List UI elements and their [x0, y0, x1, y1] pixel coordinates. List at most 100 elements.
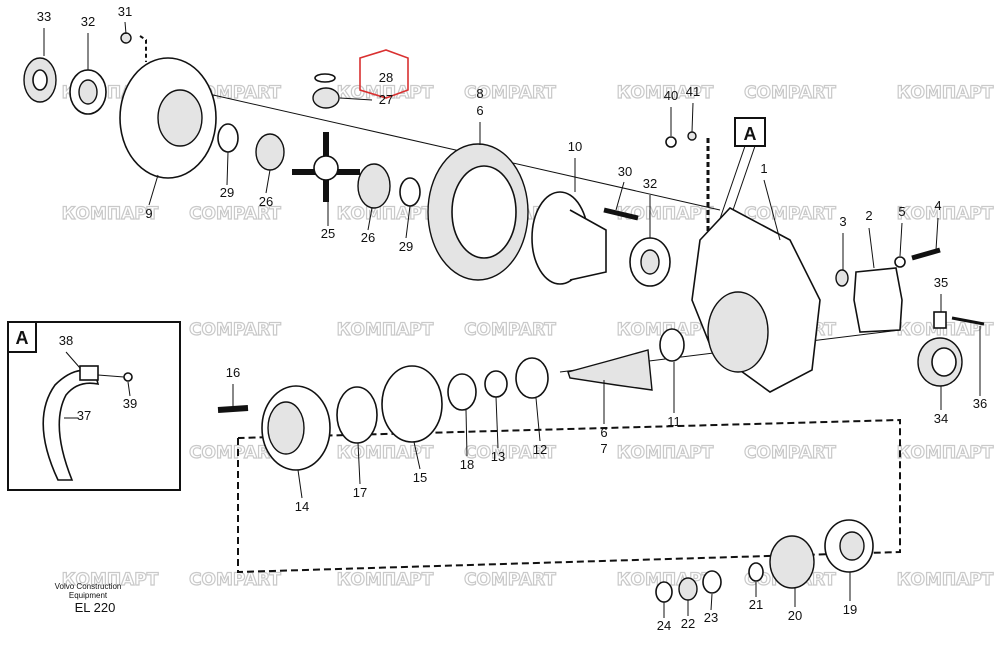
dashed-line — [139, 35, 147, 62]
watermark-text: КОМПАРТ — [897, 570, 994, 590]
part-number-label: 6 — [600, 425, 607, 440]
part-17-o-ring — [336, 386, 378, 444]
part-12-bearing — [515, 357, 549, 399]
part-number-label: 15 — [413, 470, 427, 485]
part-26-gear — [357, 163, 391, 209]
leader-line — [148, 174, 159, 206]
leader-line — [367, 207, 373, 231]
leader-line — [615, 181, 625, 211]
bolt-line — [97, 374, 125, 378]
part-10-neck — [569, 209, 607, 281]
part-number-label: 11 — [667, 414, 681, 429]
part-27-gear — [312, 87, 340, 109]
watermark-text: КОМПАРТ — [617, 204, 714, 224]
watermark-text: КОМПАРТ — [62, 204, 159, 224]
watermark-text: КОМПАРТ — [617, 83, 714, 103]
watermark-text: COMPART — [744, 204, 836, 224]
watermark-text: КОМПАРТ — [897, 320, 994, 340]
part-16-bolt — [217, 405, 249, 413]
watermark-text: КОМПАРТ — [897, 204, 994, 224]
part-21-washer — [748, 562, 764, 582]
leader-line — [65, 351, 81, 369]
watermark-text: КОМПАРТ — [617, 320, 714, 340]
caption-line-2: Equipment — [69, 591, 108, 600]
part-number-label: 16 — [226, 365, 240, 380]
leader-line — [465, 409, 468, 457]
part-number-label: 24 — [657, 618, 671, 633]
part-number-label: 4 — [934, 198, 941, 213]
part-28-washer — [314, 73, 336, 83]
part-number-label: 36 — [973, 396, 987, 411]
part-number-label: 38 — [59, 333, 73, 348]
leader-lines — [43, 21, 981, 618]
part-1-bore — [707, 291, 769, 373]
part-number-label: 25 — [321, 226, 335, 241]
watermark-text: COMPART — [744, 83, 836, 103]
part-30-bolt — [603, 207, 639, 221]
leader-line — [297, 469, 303, 499]
watermark-text: КОМПАРТ — [897, 83, 994, 103]
part-40-plug — [665, 136, 677, 148]
part-number-label: 27 — [379, 92, 393, 107]
watermark-text: COMPART — [464, 83, 556, 103]
part-31-nut — [120, 32, 132, 44]
part-19-bore — [839, 531, 865, 561]
leader-line — [710, 593, 713, 611]
leader-line — [535, 397, 541, 442]
watermark-text: COMPART — [744, 443, 836, 463]
part-number-label: 22 — [681, 616, 695, 631]
part-8-bore — [451, 165, 517, 259]
leader-line — [495, 396, 499, 449]
part-26-gear — [255, 133, 285, 171]
watermark-text: КОМПАРТ — [897, 443, 994, 463]
part-number-label: 3 — [839, 214, 846, 229]
inset-label: A — [16, 328, 29, 348]
part-number-label: 23 — [704, 610, 718, 625]
leader-line — [127, 381, 131, 397]
watermark-text: КОМПАРТ — [617, 443, 714, 463]
leader-line — [868, 227, 875, 269]
part-32-bore — [640, 249, 660, 275]
caption-code: EL 220 — [75, 600, 116, 615]
part-36-screw — [951, 316, 985, 326]
watermark-text: КОМПАРТ — [337, 443, 434, 463]
part-number-label: 8 — [476, 86, 483, 101]
leader-line — [691, 102, 694, 133]
watermark-text: COMPART — [189, 204, 281, 224]
watermark-text: COMPART — [464, 320, 556, 340]
part-number-label: 32 — [81, 14, 95, 29]
part-number-label: 18 — [460, 457, 474, 472]
part-34-bore — [931, 347, 957, 377]
part-number-label: 2 — [865, 208, 872, 223]
part-number-label: 28 — [379, 70, 393, 85]
watermark-text: КОМПАРТ — [337, 570, 434, 590]
part-number-label: 14 — [295, 499, 309, 514]
part-6-7-pinion — [567, 349, 653, 391]
watermark-text: COMPART — [464, 443, 556, 463]
part-41-seal — [687, 131, 697, 141]
part-number-label: 1 — [760, 161, 767, 176]
part-22-washer — [678, 577, 698, 601]
part-2-bearing-cap — [853, 267, 903, 333]
part-11-bearing — [659, 328, 685, 362]
leader-line — [763, 179, 781, 241]
part-number-label: 20 — [788, 608, 802, 623]
clamp-38 — [79, 365, 99, 381]
watermark-text: COMPART — [189, 570, 281, 590]
leader-line — [413, 441, 421, 470]
part-5-washer — [894, 256, 906, 268]
part-24-circlip — [655, 581, 673, 603]
part-number-label: 34 — [934, 411, 948, 426]
watermark-text: КОМПАРТ — [337, 320, 434, 340]
part-23-lockwasher — [702, 570, 722, 594]
part-number-label: 32 — [643, 176, 657, 191]
part-number-label: 13 — [491, 449, 505, 464]
part-number-label: 31 — [118, 4, 132, 19]
part-number-label: 6 — [476, 103, 483, 118]
part-number-label: 26 — [361, 230, 375, 245]
leader-line — [124, 21, 127, 35]
watermark-text: COMPART — [189, 443, 281, 463]
part-number-label: 40 — [664, 88, 678, 103]
watermark-text: COMPART — [464, 570, 556, 590]
